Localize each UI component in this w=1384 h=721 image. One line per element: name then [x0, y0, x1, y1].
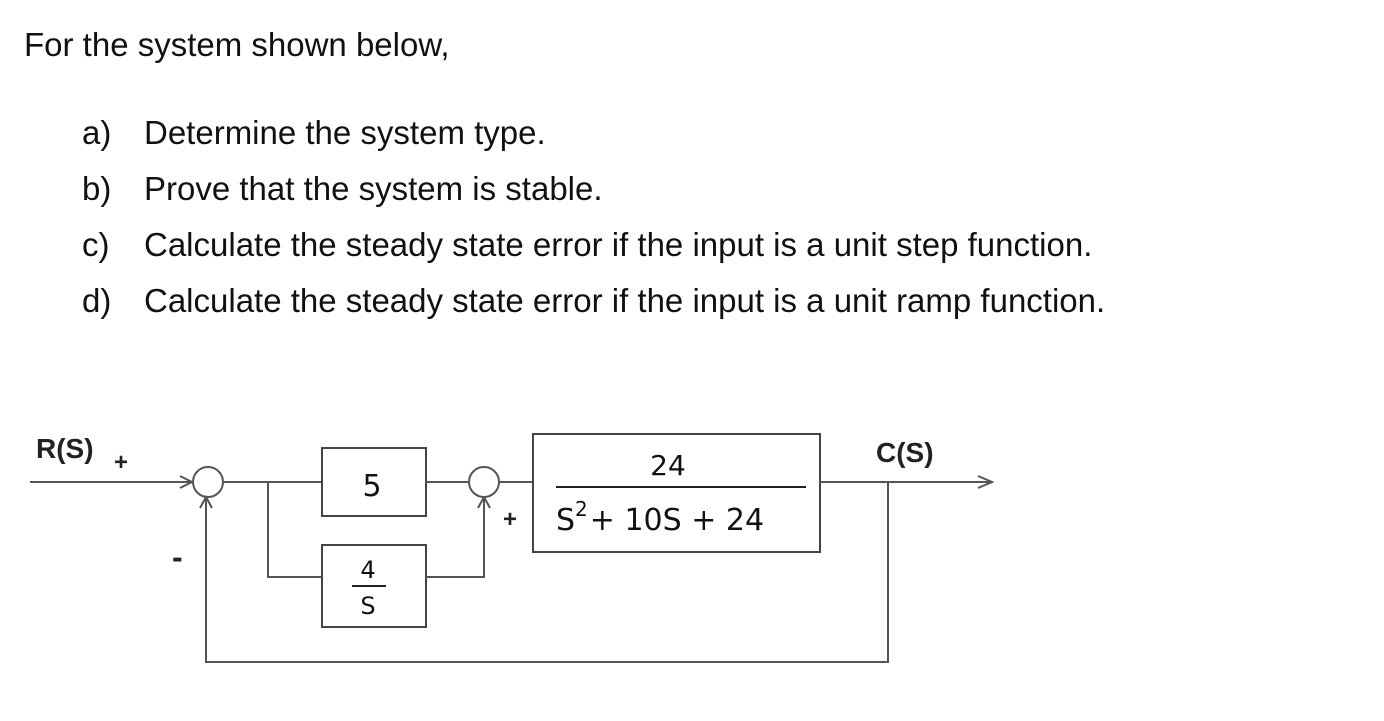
question-c: c) Calculate the steady state error if t… — [82, 225, 1105, 281]
question-text: Calculate the steady state error if the … — [144, 282, 1106, 319]
question-text: Determine the system type. — [144, 114, 546, 151]
integral-output-wire — [426, 497, 485, 578]
summing-junction-2 — [468, 466, 500, 498]
question-label: b) — [82, 170, 112, 207]
plant-denominator: S2+ 10S + 24 — [556, 497, 764, 538]
gain-block — [321, 447, 427, 517]
block-diagram: 5 4 S + 24 S2+ 10S + 24 + - R(S) C(S) — [30, 433, 995, 663]
summing-junction-1 — [192, 466, 224, 498]
plant-denominator-rest: + 10S + 24 — [590, 503, 764, 538]
junction-1-minus-sign: - — [172, 539, 183, 575]
integral-denominator: S — [360, 592, 375, 620]
output-label: C(S) — [876, 437, 934, 468]
question-label: c) — [82, 226, 110, 263]
question-label: d) — [82, 282, 112, 319]
output-arrow — [977, 475, 995, 489]
feedback-wire — [205, 482, 889, 663]
question-b: b) Prove that the system is stable. — [82, 169, 1105, 225]
gain-value: 5 — [362, 469, 381, 504]
question-a: a) Determine the system type. — [82, 113, 1105, 169]
feedback-arrow — [199, 494, 213, 509]
wire-to-integral — [267, 482, 322, 578]
question-text: Calculate the steady state error if the … — [144, 226, 1093, 263]
input-label: R(S) — [36, 433, 94, 464]
question-d: d) Calculate the steady state error if t… — [82, 281, 1105, 337]
junction-1-plus-sign: + — [114, 449, 128, 476]
problem-intro: For the system shown below, — [24, 26, 450, 63]
question-text: Prove that the system is stable. — [144, 170, 603, 207]
question-list: a) Determine the system type. b) Prove t… — [82, 113, 1105, 337]
plant-denominator-exponent: 2 — [575, 497, 588, 521]
plant-block — [532, 433, 821, 553]
junction-2-plus-sign: + — [503, 506, 517, 533]
plant-denominator-s: S — [556, 503, 575, 538]
plant-numerator: 24 — [650, 449, 686, 482]
integral-numerator: 4 — [360, 556, 375, 584]
question-label: a) — [82, 114, 112, 151]
